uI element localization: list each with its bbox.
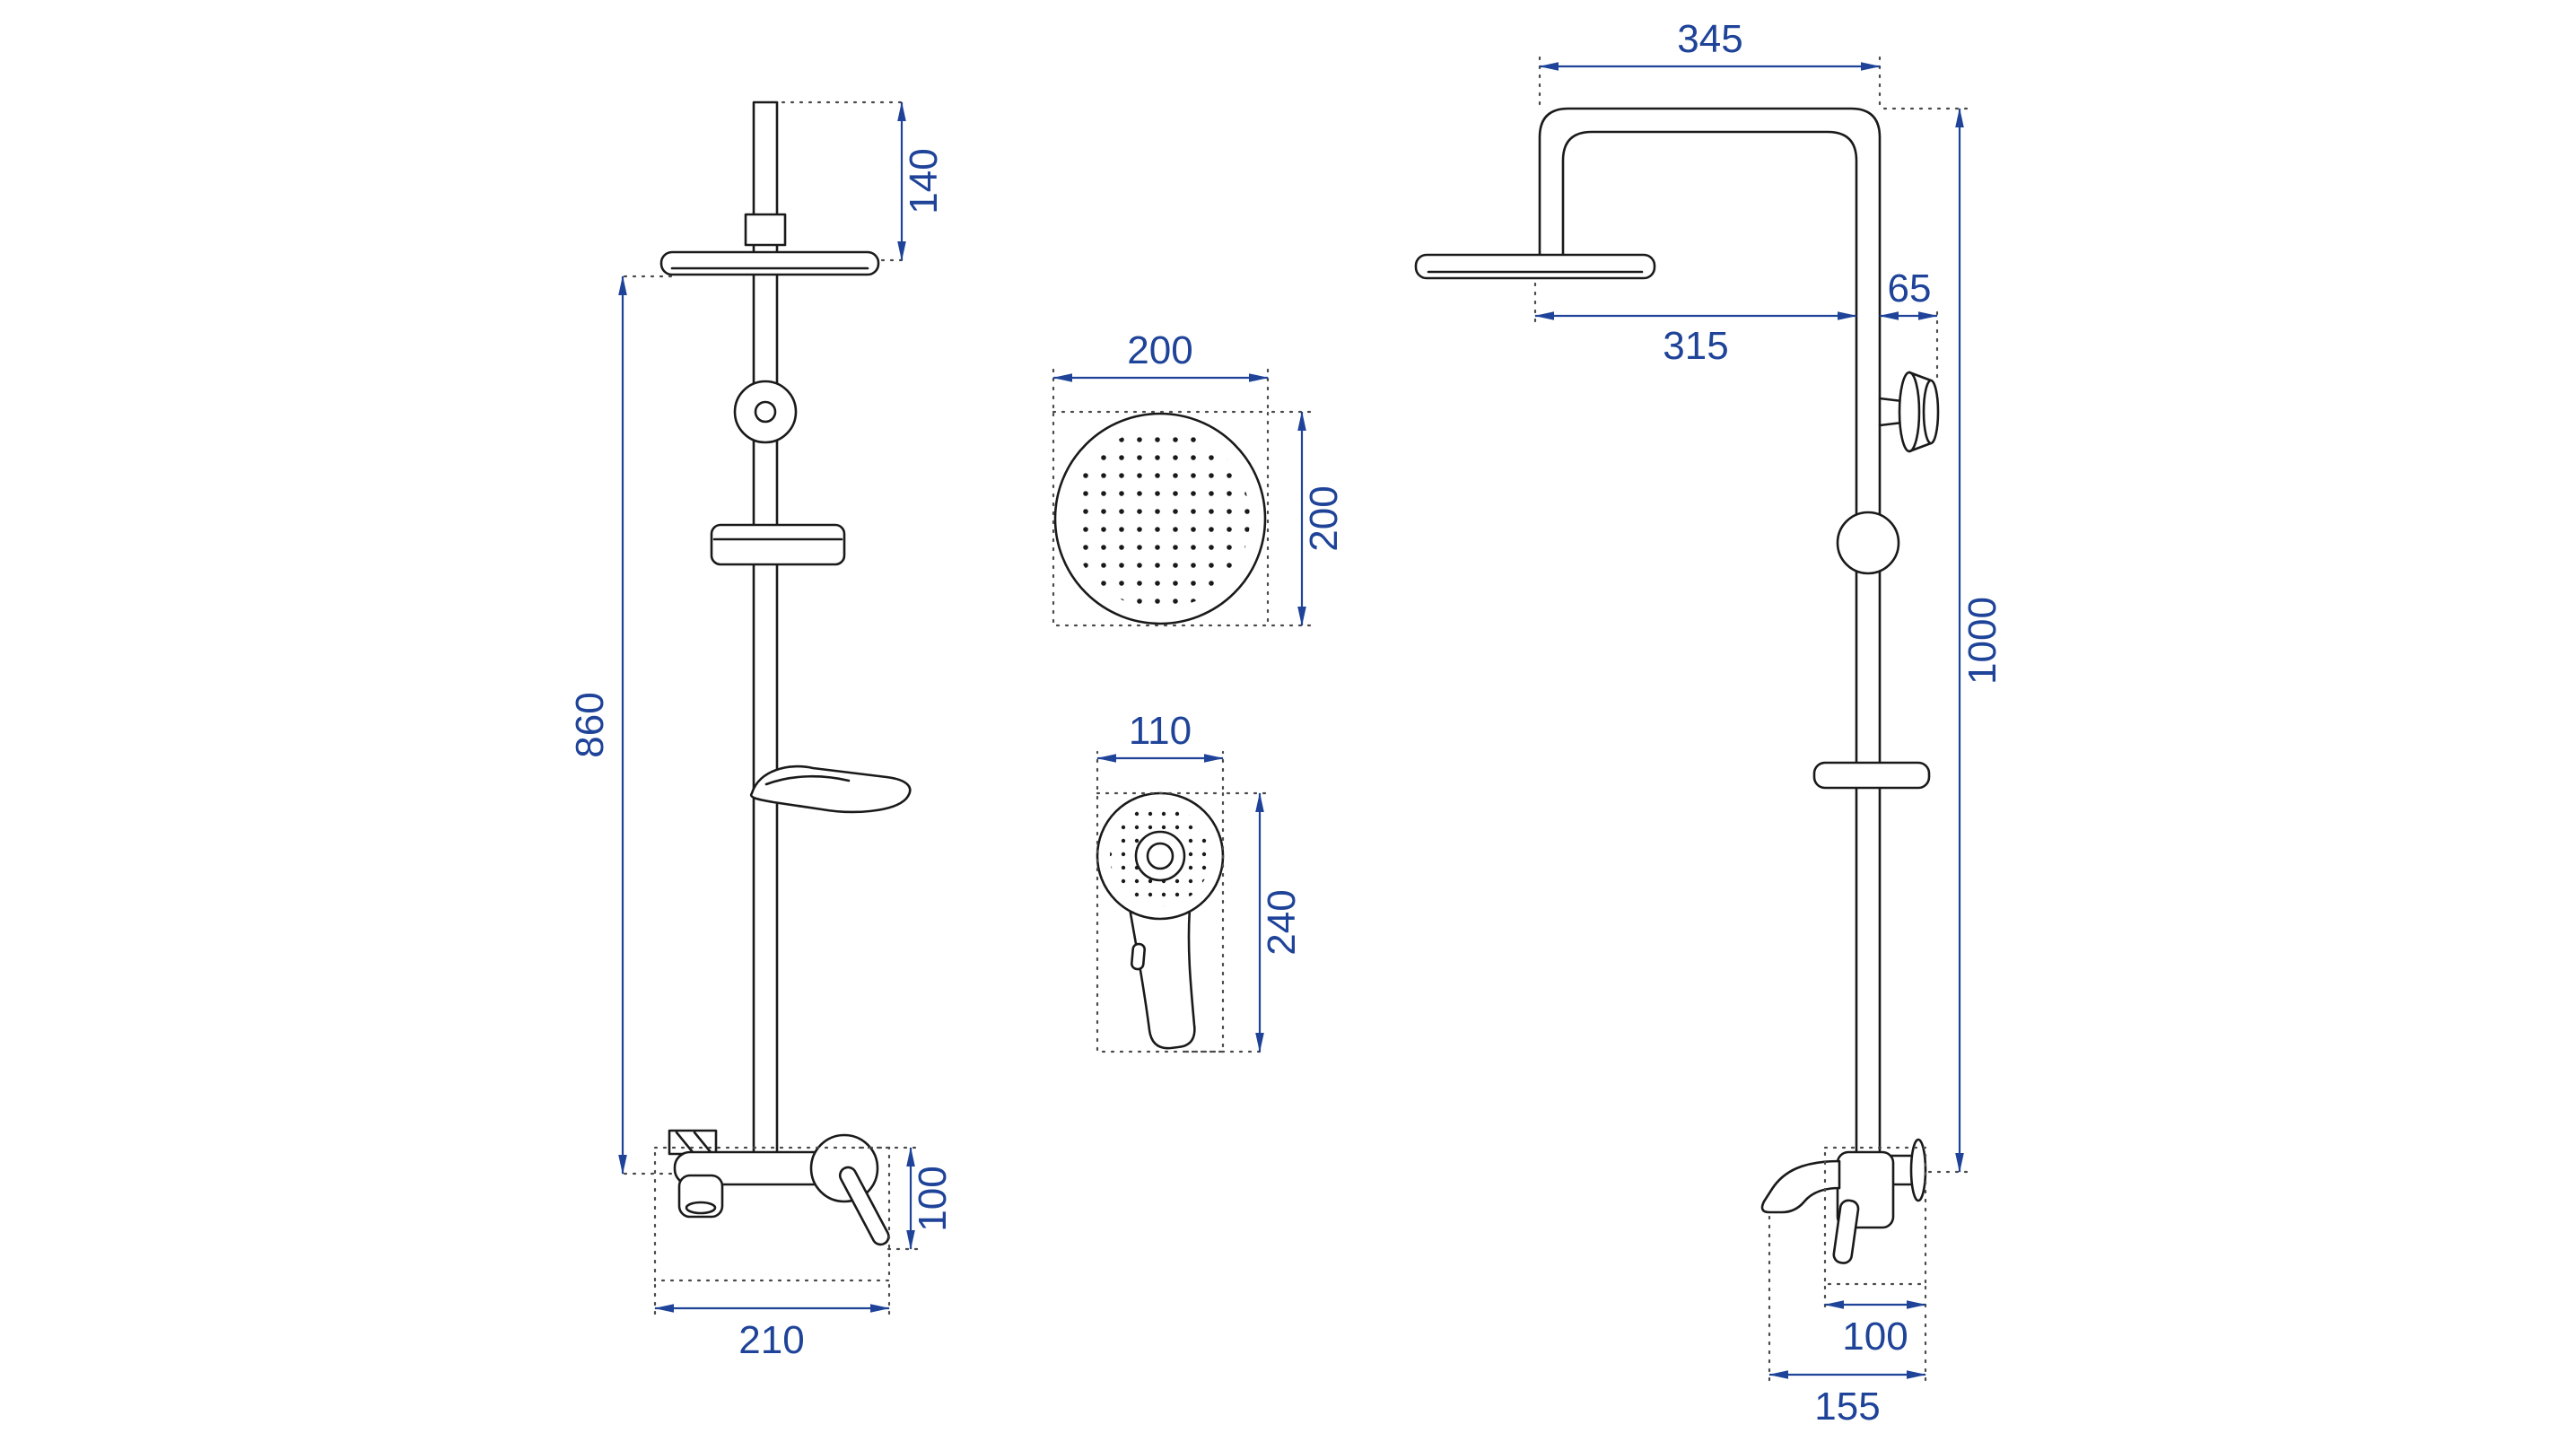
side-wall-bracket xyxy=(1878,371,1940,453)
dim-hand-width: 110 xyxy=(1096,709,1225,791)
front-spout-outlet xyxy=(685,1201,717,1215)
side-wall-flange xyxy=(1909,1138,1927,1202)
overhead-bounding-box xyxy=(1052,410,1270,627)
dim-mixer-height: 100 xyxy=(858,1146,955,1251)
dim-mixer-depth: 100 xyxy=(1823,1285,1927,1359)
dim-overhead-width-label: 200 xyxy=(1127,328,1192,372)
hand-shower-detail xyxy=(1096,791,1225,1050)
side-overhead-slab xyxy=(1414,253,1656,280)
side-wall-bracket-arm-top xyxy=(1878,397,1904,403)
side-wall-union xyxy=(1890,1154,1915,1186)
hand-shower-bounding-box xyxy=(1096,791,1225,1053)
dim-total-depth: 155 xyxy=(1768,1215,1927,1429)
dim-rail-length: 860 xyxy=(568,275,673,1175)
front-mixer-bounding-box xyxy=(653,1146,891,1282)
front-diverter-valve-hatch-2 xyxy=(693,1131,712,1154)
side-mixer xyxy=(1760,1138,1927,1264)
dim-hand-length-label: 240 xyxy=(1260,889,1304,955)
front-overhead-slab xyxy=(659,250,880,276)
dim-head-drop-label: 140 xyxy=(902,148,946,214)
side-spout xyxy=(1760,1159,1841,1214)
hand-shower-handle xyxy=(1128,906,1196,1050)
front-diverter-valve-hatch-1 xyxy=(675,1131,694,1154)
dim-bracket-offset-label: 65 xyxy=(1888,267,1932,310)
front-slide-bracket xyxy=(710,523,846,566)
hand-shower-mode-button xyxy=(1131,942,1146,971)
dim-overhead-width: 200 xyxy=(1052,328,1270,409)
side-arm-outer-edge xyxy=(1538,107,1882,1154)
dim-hand-width-label: 110 xyxy=(1129,709,1192,753)
side-arm-inner-edge xyxy=(1561,130,1858,1154)
dim-column-height: 1000 xyxy=(1882,107,2004,1174)
front-soap-dish-curve xyxy=(764,774,851,786)
hand-shower-center-cap xyxy=(1146,842,1174,870)
dim-head-projection: 315 xyxy=(1533,282,1857,368)
dimension-layer: 140 860 100 210 200 xyxy=(568,17,2004,1429)
dim-mixer-height-label: 100 xyxy=(911,1166,955,1231)
front-handle-lever xyxy=(838,1166,890,1246)
dim-head-projection-label: 315 xyxy=(1663,324,1728,368)
dim-overhead-height: 200 xyxy=(1271,410,1346,627)
side-view xyxy=(1414,107,1940,1264)
dim-mixer-width: 210 xyxy=(653,1283,891,1362)
dim-column-height-label: 1000 xyxy=(1960,597,2004,685)
side-wall-bracket-edge-top xyxy=(1908,371,1933,382)
side-wall-bracket-edge-bottom xyxy=(1908,441,1933,453)
dim-total-depth-label: 155 xyxy=(1814,1385,1880,1429)
side-slide-bracket xyxy=(1812,761,1931,790)
dim-bracket-offset: 65 xyxy=(1879,267,1939,379)
side-handle-lever xyxy=(1832,1199,1860,1264)
side-diverter-knob xyxy=(1836,511,1900,575)
side-wall-bracket-arm-bottom xyxy=(1878,421,1904,427)
dim-arm-reach: 345 xyxy=(1538,17,1882,106)
front-mixer xyxy=(668,1129,890,1246)
front-diverter-knob-center xyxy=(754,400,777,424)
dim-mixer-depth-label: 100 xyxy=(1842,1315,1908,1359)
front-spout xyxy=(677,1174,724,1219)
overhead-shower-detail xyxy=(1053,412,1267,625)
dim-overhead-height-label: 200 xyxy=(1302,485,1346,551)
dim-head-drop: 140 xyxy=(781,100,946,262)
front-view xyxy=(659,100,912,1246)
dim-hand-length: 240 xyxy=(1184,791,1304,1053)
dim-mixer-width-label: 210 xyxy=(738,1318,804,1362)
front-arm-collar xyxy=(744,213,787,247)
object-layer xyxy=(659,100,1940,1264)
side-wall-bracket-flange xyxy=(1922,379,1940,445)
overhead-spray-holes xyxy=(1070,429,1250,608)
dim-rail-label: 860 xyxy=(568,692,612,757)
side-wall-bracket-cone xyxy=(1898,371,1921,453)
side-mixer-bounding-box xyxy=(1823,1146,1927,1286)
dim-arm-reach-label: 345 xyxy=(1677,17,1742,61)
